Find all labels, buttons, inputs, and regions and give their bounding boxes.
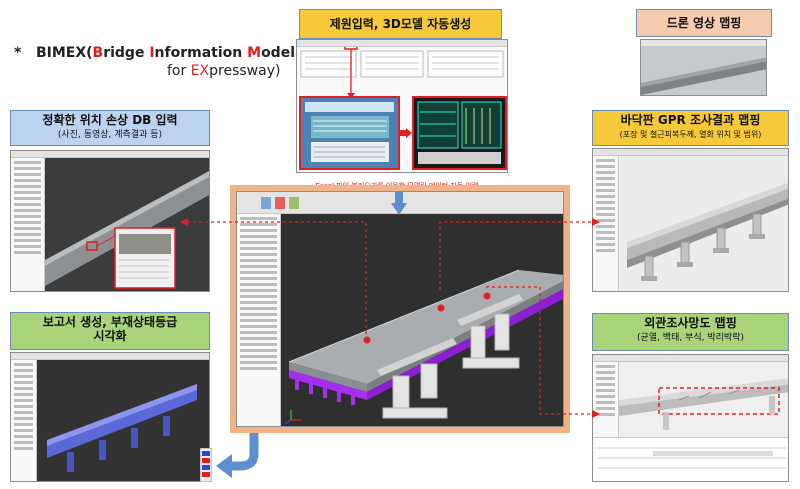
damage-window-toolbar bbox=[11, 151, 209, 158]
report-window-toolbar bbox=[11, 353, 209, 360]
bimex-letters-ex: EX bbox=[190, 63, 210, 79]
gpr-bridge-svg bbox=[619, 156, 788, 291]
crack-view bbox=[619, 362, 788, 437]
spec-input-window bbox=[296, 39, 508, 173]
report-window-tree bbox=[11, 360, 37, 481]
report-bridge-svg bbox=[37, 360, 209, 481]
label-report: 보고서 생성, 부재상태등급 시각화 bbox=[10, 312, 210, 350]
drone-view bbox=[641, 47, 766, 95]
bimex-title: * BIMEX(Bridge Information Model for EXp… bbox=[14, 44, 295, 80]
spec-window-form bbox=[300, 47, 504, 99]
label-damage-db: 정확한 위치 손상 DB 입력 (사진, 동영상, 계측결과 등) bbox=[10, 110, 210, 146]
label-spec-input-text: 제원입력, 3D모델 자동생성 bbox=[329, 17, 472, 31]
label-drone-text: 드론 영상 맵핑 bbox=[666, 16, 742, 30]
gpr-window-toolbar bbox=[593, 149, 788, 156]
bimex-nformation: nformation bbox=[154, 45, 248, 61]
bimex-lead: BIMEX( bbox=[35, 45, 93, 61]
label-crack-map: 외관조사망도 맵핑 (균열, 백태, 부식, 박리박락) bbox=[592, 313, 789, 351]
label-gpr: 바닥판 GPR 조사결과 맵핑 (포장 및 철근피복두께, 열화 위치 및 범위… bbox=[592, 110, 789, 146]
crack-bridge-svg bbox=[619, 362, 788, 437]
label-drone: 드론 영상 맵핑 bbox=[636, 9, 772, 37]
bimex-pressway: pressway) bbox=[209, 63, 281, 79]
label-gpr-text: 바닥판 GPR 조사결과 맵핑 bbox=[620, 113, 761, 127]
drone-window-toolbar bbox=[641, 40, 766, 47]
label-report-line2: 시각화 bbox=[93, 328, 127, 343]
rating-legend-strip bbox=[200, 448, 212, 482]
label-damage-db-text: 정확한 위치 손상 DB 입력 bbox=[42, 113, 178, 127]
excel-import-window bbox=[299, 96, 400, 170]
label-crack-map-text: 외관조사망도 맵핑 bbox=[644, 316, 737, 330]
bimex-odel: odel bbox=[261, 45, 295, 61]
crack-table-lines bbox=[597, 447, 786, 469]
label-report-text: 보고서 생성, 부재상태등급 bbox=[42, 315, 178, 329]
bullet: * bbox=[14, 45, 22, 61]
main-window bbox=[236, 191, 564, 427]
report-view bbox=[37, 360, 209, 481]
excel-import-content bbox=[305, 102, 394, 162]
gpr-window-tree bbox=[593, 156, 619, 291]
curved-arrow-icon bbox=[216, 432, 259, 478]
gpr-view bbox=[619, 156, 788, 291]
bimex-letter-i: I bbox=[149, 45, 155, 61]
bimex-letter-m: M bbox=[247, 45, 262, 61]
crack-map-window bbox=[592, 354, 789, 482]
toolbar-icons bbox=[261, 197, 299, 209]
main-bridge-svg bbox=[281, 214, 563, 426]
label-crack-map-sub: (균열, 백태, 부식, 박리박락) bbox=[637, 332, 744, 343]
bimex-letter-b: B bbox=[92, 45, 104, 61]
report-window bbox=[10, 352, 210, 482]
crack-window-toolbar bbox=[593, 355, 788, 362]
bimex-ridge: ridge bbox=[103, 45, 150, 61]
label-spec-input: 제원입력, 3D모델 자동생성 bbox=[299, 9, 502, 39]
crack-table bbox=[593, 437, 788, 481]
drone-bridge-svg bbox=[641, 47, 766, 95]
red-right-arrow-icon bbox=[400, 128, 412, 138]
down-arrow-icon bbox=[391, 191, 407, 215]
damage-view bbox=[45, 158, 209, 291]
drone-window bbox=[640, 39, 767, 96]
damage-window-tree bbox=[11, 158, 45, 291]
gpr-window bbox=[592, 148, 789, 292]
model-preview-window bbox=[412, 96, 507, 170]
spec-window-toolbar bbox=[297, 40, 507, 47]
main-window-tree bbox=[237, 214, 281, 426]
main-view bbox=[281, 214, 563, 426]
label-damage-db-sub: (사진, 동영상, 계측결과 등) bbox=[57, 129, 163, 140]
crack-window-tree bbox=[593, 362, 619, 437]
damage-db-window bbox=[10, 150, 210, 292]
bimex-line2: for EXpressway) bbox=[14, 62, 295, 80]
damage-deck-svg bbox=[45, 158, 209, 291]
model-preview-content bbox=[417, 101, 502, 164]
label-gpr-sub: (포장 및 철근피복두께, 열화 위치 및 범위) bbox=[619, 129, 762, 139]
bimex-for: for bbox=[167, 63, 191, 79]
